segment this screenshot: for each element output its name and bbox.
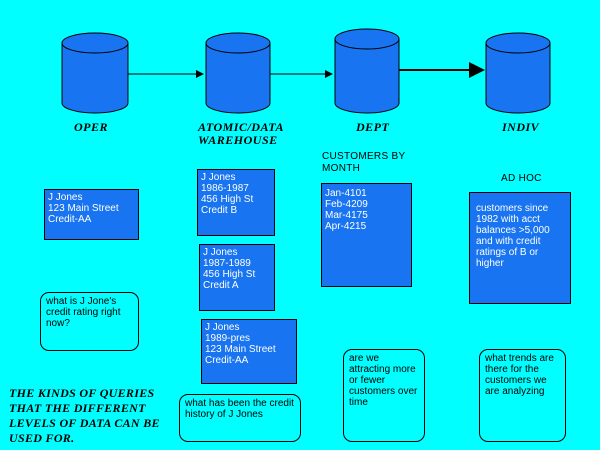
indiv-query-text: customers since 1982 with acct balances …: [476, 203, 550, 269]
summary-row: Jan-4101: [325, 188, 367, 199]
record-line: 1986-1987: [201, 183, 249, 194]
warehouse-record-3: J Jones 1989-pres 123 Main Street Credit…: [201, 319, 297, 384]
record-line: 1987-1989: [203, 258, 251, 269]
oper-cylinder: [61, 32, 129, 114]
diagram-caption: THE KINDS OF QUERIES THAT THE DIFFERENT …: [9, 386, 160, 445]
summary-row: Mar-4175: [325, 210, 368, 221]
summary-row: Apr-4215: [325, 221, 367, 232]
record-line: 456 High St: [201, 194, 254, 205]
record-line: 1989-pres: [205, 333, 251, 344]
record-line: J Jones: [203, 247, 238, 258]
query-note-dept: are we attracting more or fewer customer…: [343, 349, 425, 442]
record-line: J Jones: [48, 192, 83, 203]
level-label-warehouse: ATOMIC/DATA WAREHOUSE: [198, 120, 284, 147]
record-line: Credit-AA: [205, 355, 249, 366]
indiv-cylinder: [485, 32, 551, 114]
indiv-title: AD HOC: [501, 173, 542, 184]
record-line: 123 Main Street: [205, 344, 276, 355]
summary-row: Feb-4209: [325, 199, 368, 210]
dept-summary-box: Jan-4101 Feb-4209 Mar-4175 Apr-4215: [321, 183, 412, 287]
record-line: 456 High St: [203, 269, 256, 280]
record-line: J Jones: [201, 172, 236, 183]
indiv-query-box: customers since 1982 with acct balances …: [469, 192, 571, 304]
record-line: Credit A: [203, 280, 239, 291]
query-note-indiv: what trends are there for the customers …: [479, 349, 566, 442]
record-line: Credit B: [201, 205, 238, 216]
level-label-indiv: INDIV: [502, 120, 540, 134]
dept-cylinder: [334, 28, 400, 114]
warehouse-record-2: J Jones 1987-1989 456 High St Credit A: [199, 244, 275, 311]
query-note-oper: what is J Jone's credit rating right now…: [40, 292, 139, 351]
warehouse-record-1: J Jones 1986-1987 456 High St Credit B: [197, 169, 275, 236]
record-line: J Jones: [205, 322, 240, 333]
oper-record: J Jones 123 Main Street Credit-AA: [44, 189, 139, 240]
level-label-oper: OPER: [74, 120, 109, 134]
record-line: 123 Main Street: [48, 203, 119, 214]
warehouse-cylinder: [205, 32, 271, 114]
record-line: Credit-AA: [48, 214, 92, 225]
query-note-warehouse: what has been the credit history of J Jo…: [179, 394, 301, 442]
dept-title: CUSTOMERS BY MONTH: [322, 151, 406, 174]
level-label-dept: DEPT: [356, 120, 390, 134]
